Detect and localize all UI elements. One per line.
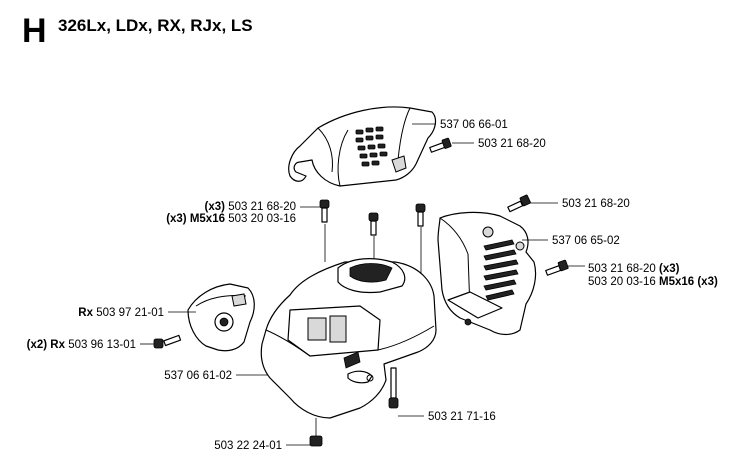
right-cover-fins: [483, 239, 519, 301]
callout-top-cover: 537 06 66-01: [440, 119, 508, 131]
callout-screw-x3: (x3) 503 21 68-20: [205, 201, 296, 213]
callout-nut: 503 22 24-01: [214, 440, 282, 452]
callout-screw-top-cover: 503 21 68-20: [478, 138, 546, 150]
model-list-title: 326Lx, LDx, RX, RJx, LS: [58, 16, 253, 35]
nut-bottom: [309, 418, 323, 447]
screw-right-cover-top: [507, 194, 531, 213]
screw-vertical-left: [319, 199, 330, 262]
callout-screw-right-side-m5x16: 503 20 03-16 M5x16 (x3): [588, 276, 718, 288]
bracket-part: [187, 283, 255, 352]
top-cover-vent-slots: [355, 126, 388, 167]
section-letter: H: [22, 12, 47, 50]
callout-screw-bottom: 503 21 71-16: [428, 411, 496, 423]
screw-vertical-middle: [368, 212, 379, 262]
screw-right-cover-side: [545, 259, 569, 276]
callout-screw-m5x16-x3: (x3) M5x16 503 20 03-16: [166, 213, 296, 225]
main-housing-part: [260, 258, 437, 419]
callout-screw-bracket: (x2) Rx 503 96 13-01: [27, 339, 136, 351]
callout-main-housing: 537 06 61-02: [164, 370, 232, 382]
top-cover-part: [288, 106, 437, 187]
screw-bracket: [153, 334, 182, 349]
leader-lines: [140, 123, 585, 446]
right-cover-part: [437, 211, 537, 336]
screw-top-cover: [429, 137, 452, 153]
callout-bracket: Rx 503 97 21-01: [78, 307, 164, 319]
callout-screw-right-top: 503 21 68-20: [562, 198, 630, 210]
callout-screw-right-side: 503 21 68-20 (x3): [588, 263, 680, 275]
screw-bottom-long: [388, 367, 399, 409]
callout-right-cover: 537 06 65-02: [552, 235, 620, 247]
